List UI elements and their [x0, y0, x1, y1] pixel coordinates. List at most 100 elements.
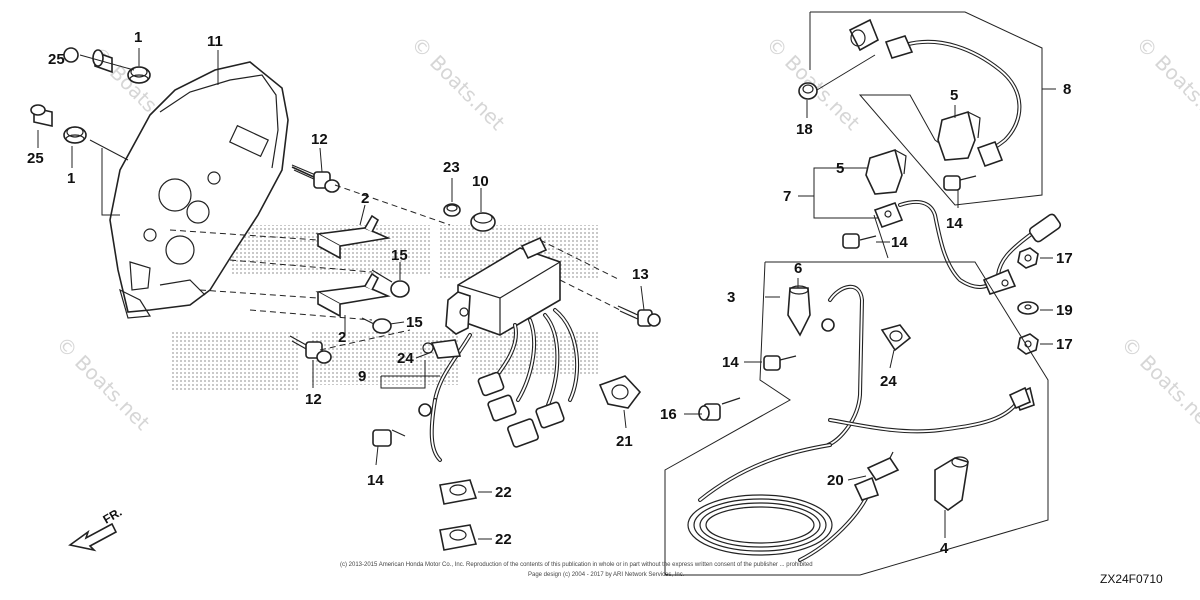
callout-25: 25 [48, 51, 65, 68]
projection-line [319, 329, 411, 351]
callout-23: 23 [443, 159, 460, 176]
callout-24: 24 [397, 350, 414, 367]
bolt-14-lower-right [763, 355, 797, 371]
projection-line [539, 239, 621, 281]
bolt-16 [698, 397, 741, 421]
clamp-22-lower [439, 524, 478, 551]
callout-labels: 1 25 11 25 1 12 2 15 15 2 12 23 10 13 24… [27, 29, 1073, 557]
callout-12: 12 [311, 131, 328, 148]
callout-24: 24 [880, 373, 897, 390]
watermark: © Boats.net [1116, 332, 1200, 435]
callout-15: 15 [406, 314, 423, 331]
callout-22: 22 [495, 484, 512, 501]
projection-line [169, 229, 319, 241]
control-unit-9 [445, 236, 561, 336]
clamp-22-upper [439, 479, 478, 505]
group-outline-3 [664, 261, 1049, 576]
callout-14: 14 [891, 234, 908, 251]
diagram-code: ZX24F0710 [1100, 572, 1163, 586]
screw-15-upper [371, 269, 410, 298]
projection-line [334, 184, 451, 226]
projection-line [559, 279, 621, 311]
projection-line [249, 309, 373, 321]
callout-8: 8 [1063, 81, 1071, 98]
callout-25: 25 [27, 150, 44, 167]
leader [873, 214, 889, 259]
bolt-14-left [372, 429, 406, 447]
copyright-line: (c) 2013-2015 American Honda Motor Co., … [340, 562, 813, 568]
cable-coil [687, 443, 833, 556]
callout-14: 14 [367, 472, 384, 489]
callout-16: 16 [660, 406, 677, 423]
cap-25-lower [30, 104, 53, 127]
leader [79, 54, 135, 71]
boot-5-lower [865, 148, 907, 195]
callout-2: 2 [338, 329, 346, 346]
callout-4: 4 [940, 540, 949, 557]
terminal-cap-top [848, 18, 880, 52]
leaders [37, 48, 1056, 540]
callout-13: 13 [632, 266, 649, 283]
callout-6: 6 [794, 260, 802, 277]
callout-3: 3 [727, 289, 735, 306]
bracket-2-upper [315, 214, 391, 260]
cable-3 [821, 284, 1035, 447]
callout-12: 12 [305, 391, 322, 408]
nut-18 [798, 82, 818, 100]
washer-19 [1017, 301, 1039, 315]
projection-line [229, 259, 373, 273]
nut-17-upper [1017, 247, 1039, 269]
leader [89, 139, 129, 161]
cable-4 [798, 456, 969, 562]
page-design-credit: Page design (c) 2004 - 2017 by ARI Netwo… [528, 572, 685, 578]
front-label: FR. [101, 505, 125, 527]
leader [816, 54, 876, 91]
callout-20: 20 [827, 472, 844, 489]
watermark: © Boats.net [51, 332, 154, 435]
callout-14: 14 [722, 354, 739, 371]
grommet-1-lower [63, 126, 87, 144]
callout-5: 5 [836, 160, 844, 177]
callout-7: 7 [783, 188, 791, 205]
bolt-14-mid [842, 233, 877, 249]
callout-22: 22 [495, 531, 512, 548]
unit-harness [418, 308, 580, 462]
leader [101, 148, 120, 216]
cover-part-11 [109, 61, 289, 319]
harness-8 [884, 35, 1062, 295]
screw-15-lower [361, 317, 392, 334]
bolt-14-right-upper [943, 175, 977, 191]
bracket-2-lower [315, 272, 391, 318]
bolt-12-upper [291, 164, 340, 193]
grommet-1-top [127, 66, 151, 84]
group-outline-8 [810, 11, 1043, 206]
clip-24-left [422, 339, 462, 359]
callout-10: 10 [472, 173, 489, 190]
bolt-13 [617, 305, 661, 327]
grommet-10 [470, 212, 496, 232]
watermark: © Boats.net [406, 32, 509, 135]
callout-17: 17 [1056, 336, 1073, 353]
terminal-7 [873, 201, 904, 229]
callout-15: 15 [391, 247, 408, 264]
projection-line [199, 289, 319, 299]
band-20 [866, 451, 900, 482]
cap-23 [443, 203, 461, 217]
bolt-12-lower [289, 335, 332, 364]
callout-5: 5 [950, 87, 958, 104]
callout-14: 14 [946, 215, 963, 232]
callout-17: 17 [1056, 250, 1073, 267]
front-direction-arrow: FR. [68, 505, 125, 552]
terminal-6 [787, 285, 811, 337]
boot-5-upper [937, 110, 981, 161]
watermark: © Boats.net [761, 32, 864, 135]
callout-1: 1 [67, 170, 75, 187]
callout-9: 9 [358, 368, 366, 385]
callout-21: 21 [616, 433, 633, 450]
watermark: © Boats.net [1131, 32, 1200, 135]
clip-24-right [880, 324, 912, 352]
callout-1: 1 [134, 29, 142, 46]
clamp-21 [598, 375, 642, 409]
callout-19: 19 [1056, 302, 1073, 319]
callout-11: 11 [207, 33, 223, 50]
